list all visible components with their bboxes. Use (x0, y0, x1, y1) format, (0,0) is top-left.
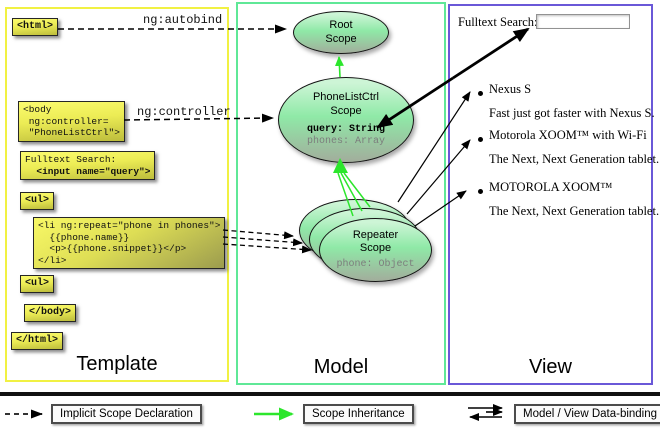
root-scope-line2: Scope (325, 32, 357, 45)
fulltext-label-line: Fulltext Search: (25, 154, 117, 165)
body-open-tag-node: <body ng:controller= "PhoneListCtrl"> (18, 101, 125, 142)
view-item-desc: The Next, Next Generation tablet. (489, 152, 660, 166)
view-item-name: MOTOROLA XOOM™ (489, 180, 613, 194)
ul-open-tag-node: <ul> (20, 192, 55, 211)
input-tag-line: <input name="query"> (25, 165, 151, 177)
ng-autobind-label: ng:autobind (143, 13, 223, 27)
query-property: query: String (306, 123, 385, 135)
fulltext-search-label: Fulltext Search: (458, 15, 538, 29)
legend-separator-line (0, 392, 660, 396)
view-panel: View Fulltext Search: Nexus S Fast just … (448, 4, 659, 385)
view-item-name: Nexus S (489, 82, 532, 96)
repeater-scope-line1: Repeater (352, 228, 399, 241)
fulltext-search-input[interactable] (536, 14, 630, 29)
legend-scope-inheritance-box: Scope Inheritance (303, 404, 414, 424)
body-open-line1: <body (23, 104, 52, 115)
view-item-name: Motorola XOOM™ with Wi-Fi (489, 128, 647, 142)
phone-property: phone: Object (336, 258, 415, 270)
legend-double-arrow-icon (468, 404, 503, 421)
li-repeat-node: <li ng:repeat="phone in phones"> {{phone… (33, 217, 226, 270)
view-item-desc: The Next, Next Generation tablet. (489, 204, 660, 218)
ul-close-tag-node: <ul> (20, 275, 55, 294)
li-line1: <li ng:repeat="phone in phones"> (38, 220, 221, 231)
template-panel-title: Template (76, 353, 158, 375)
li-line3: <p>{{phone.snippet}}</p> (38, 243, 187, 255)
bullet-dot (478, 91, 483, 96)
legend-implicit-scope-box: Implicit Scope Declaration (51, 404, 202, 424)
root-scope-line1: Root (329, 19, 353, 32)
view-panel-title: View (529, 356, 572, 378)
root-scope-node: Root Scope (293, 11, 389, 54)
repeater-scope-line2: Scope (359, 241, 392, 254)
model-panel-title: Model (313, 356, 369, 378)
body-open-line2: ng:controller= (23, 115, 109, 127)
body-open-line3: "PhoneListCtrl"> (23, 127, 120, 139)
html-open-tag-node: <html> (12, 18, 59, 37)
body-close-tag-node: </body> (24, 304, 77, 323)
html-close-tag-node: </html> (11, 332, 64, 351)
phonelistctrl-scope-line1: PhoneListCtrl (312, 91, 380, 104)
bullet-dot (478, 189, 483, 194)
ng-controller-label: ng:controller (137, 105, 231, 119)
li-line2: {{phone.name}} (38, 231, 130, 243)
phones-property: phones: Array (306, 136, 385, 148)
view-item-desc: Fast just got faster with Nexus S. (489, 106, 655, 120)
phonelistctrl-scope-node: PhoneListCtrl Scope query: String phones… (278, 77, 414, 163)
li-line4: </li> (38, 254, 67, 266)
bullet-dot (478, 137, 483, 142)
model-panel: Model Root Scope PhoneListCtrl Scope que… (236, 2, 446, 385)
fulltext-input-node: Fulltext Search: <input name="query"> (20, 151, 156, 181)
phonelistctrl-scope-line2: Scope (330, 104, 362, 117)
repeater-scope-front-node: Repeater Scope phone: Object (319, 218, 432, 282)
legend-data-binding-box: Model / View Data-binding (514, 404, 660, 424)
